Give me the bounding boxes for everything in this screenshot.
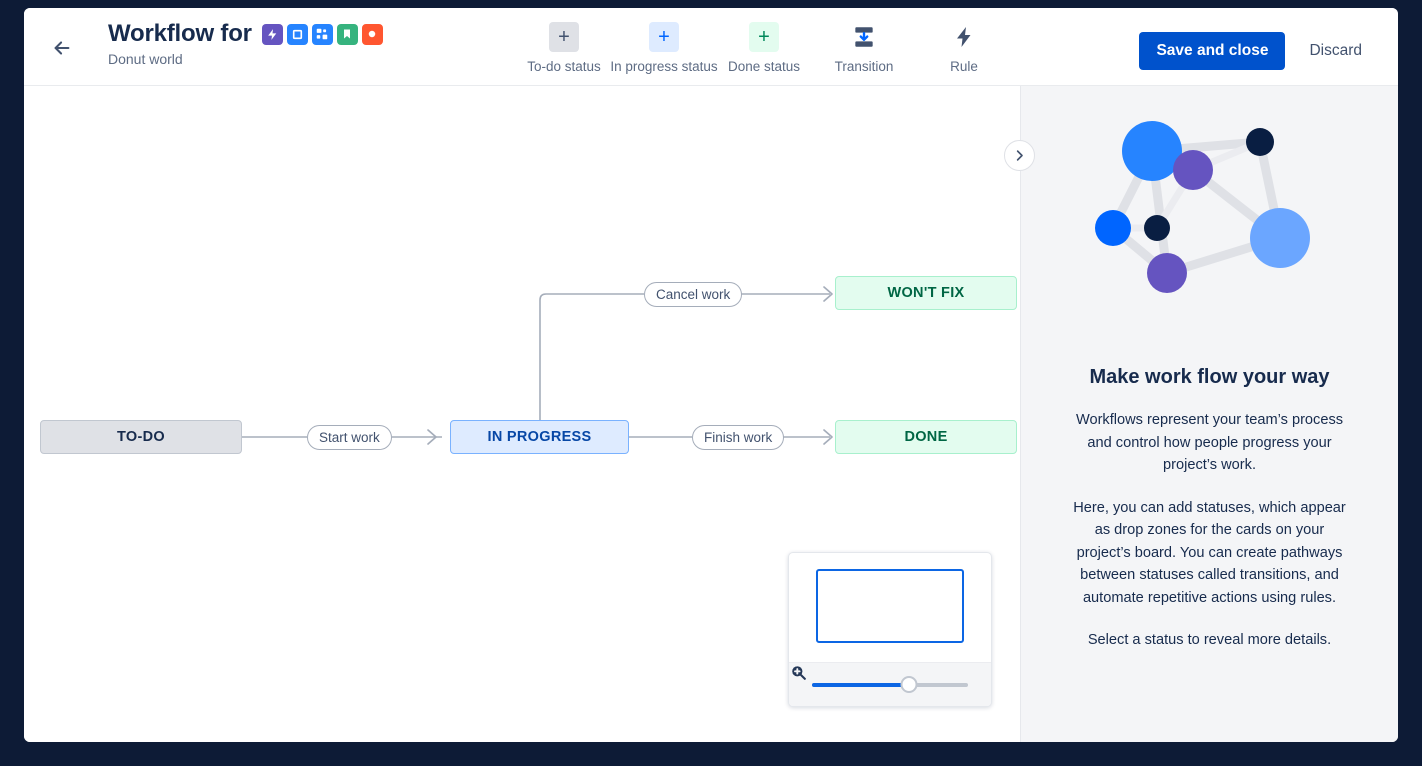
app-header: Workflow for	[24, 8, 1398, 86]
canvas-minimap[interactable]	[788, 552, 992, 707]
graph-node	[1094, 210, 1131, 246]
add-done-status-button[interactable]: + Done status	[714, 16, 814, 74]
panel-paragraph-3: Select a status to reveal more details.	[1087, 632, 1332, 648]
graph-node	[1121, 121, 1182, 181]
status-node-done[interactable]: DONE	[835, 420, 1017, 454]
workflow-toolbar: + To-do status + In progress status + Do…	[514, 16, 1014, 74]
status-node-in-progress[interactable]: IN PROGRESS	[450, 420, 629, 454]
panel-paragraph-2: Here, you can add statuses, which appear…	[1073, 499, 1346, 606]
header-actions: Save and close Discard	[1139, 32, 1374, 70]
graph-node	[1249, 208, 1310, 268]
zoom-controls	[789, 662, 991, 706]
graph-node	[1245, 128, 1274, 156]
zoom-slider[interactable]	[812, 675, 968, 693]
workflow-canvas[interactable]: TO-DO IN PROGRESS WON'T FIX DONE Start w…	[24, 86, 1020, 742]
panel-title: Make work flow your way	[1089, 366, 1330, 388]
tool-label: To-do status	[527, 59, 601, 74]
arrowhead-cancel-work	[823, 286, 833, 302]
add-rule-button[interactable]: Rule	[914, 16, 1014, 74]
node-icon	[311, 23, 333, 45]
graph-node	[1172, 150, 1213, 190]
panel-paragraph-1: Workflows represent your team’s process …	[1075, 412, 1344, 473]
workflow-edges	[242, 286, 833, 445]
transition-label-finish-work[interactable]: Finish work	[692, 425, 785, 450]
plus-icon: +	[549, 22, 579, 52]
bolt-icon	[261, 23, 283, 45]
circle-icon	[361, 23, 383, 45]
collapse-panel-button[interactable]	[1004, 140, 1035, 171]
add-todo-status-button[interactable]: + To-do status	[514, 16, 614, 74]
edge-cancel-work-left	[539, 293, 644, 420]
arrow-left-icon	[54, 41, 70, 55]
page-title: Workflow for	[108, 20, 252, 47]
title-block: Workflow for	[108, 20, 383, 67]
tool-label: Rule	[950, 59, 978, 74]
arrowhead-finish-work	[823, 429, 833, 445]
minimap-viewport[interactable]	[816, 569, 964, 643]
add-transition-button[interactable]: Transition	[814, 16, 914, 74]
network-graph-illustration	[1094, 118, 1325, 338]
project-avatar-group	[261, 23, 383, 45]
discard-button[interactable]: Discard	[1297, 32, 1374, 70]
status-node-todo[interactable]: TO-DO	[40, 420, 242, 454]
app-page: Workflow for	[24, 8, 1398, 742]
plus-icon: +	[649, 22, 679, 52]
app-body: TO-DO IN PROGRESS WON'T FIX DONE Start w…	[24, 86, 1398, 742]
save-and-close-button[interactable]: Save and close	[1139, 32, 1286, 70]
zoom-slider-fill	[812, 682, 909, 687]
transition-label-start-work[interactable]: Start work	[307, 425, 392, 450]
plus-icon: +	[749, 22, 779, 52]
tool-label: In progress status	[610, 59, 718, 74]
status-node-wont-fix[interactable]: WON'T FIX	[835, 276, 1017, 310]
arrowhead-start-work	[427, 429, 437, 445]
transition-icon	[849, 22, 879, 52]
lightning-bolt-icon	[949, 22, 979, 52]
square-icon	[286, 23, 308, 45]
info-panel: Make work flow your way Workflows repres…	[1020, 86, 1398, 742]
graph-node	[1146, 253, 1187, 293]
graph-node	[1143, 215, 1170, 241]
tool-label: Transition	[834, 59, 894, 74]
zoom-slider-thumb[interactable]	[900, 675, 918, 693]
transition-label-cancel-work[interactable]: Cancel work	[644, 282, 743, 307]
page-subtitle: Donut world	[108, 51, 183, 67]
chevron-right-icon	[1016, 150, 1023, 161]
add-inprogress-status-button[interactable]: + In progress status	[610, 16, 718, 74]
back-button[interactable]	[44, 30, 80, 66]
bookmark-icon	[336, 23, 358, 45]
tool-label: Done status	[727, 59, 801, 74]
